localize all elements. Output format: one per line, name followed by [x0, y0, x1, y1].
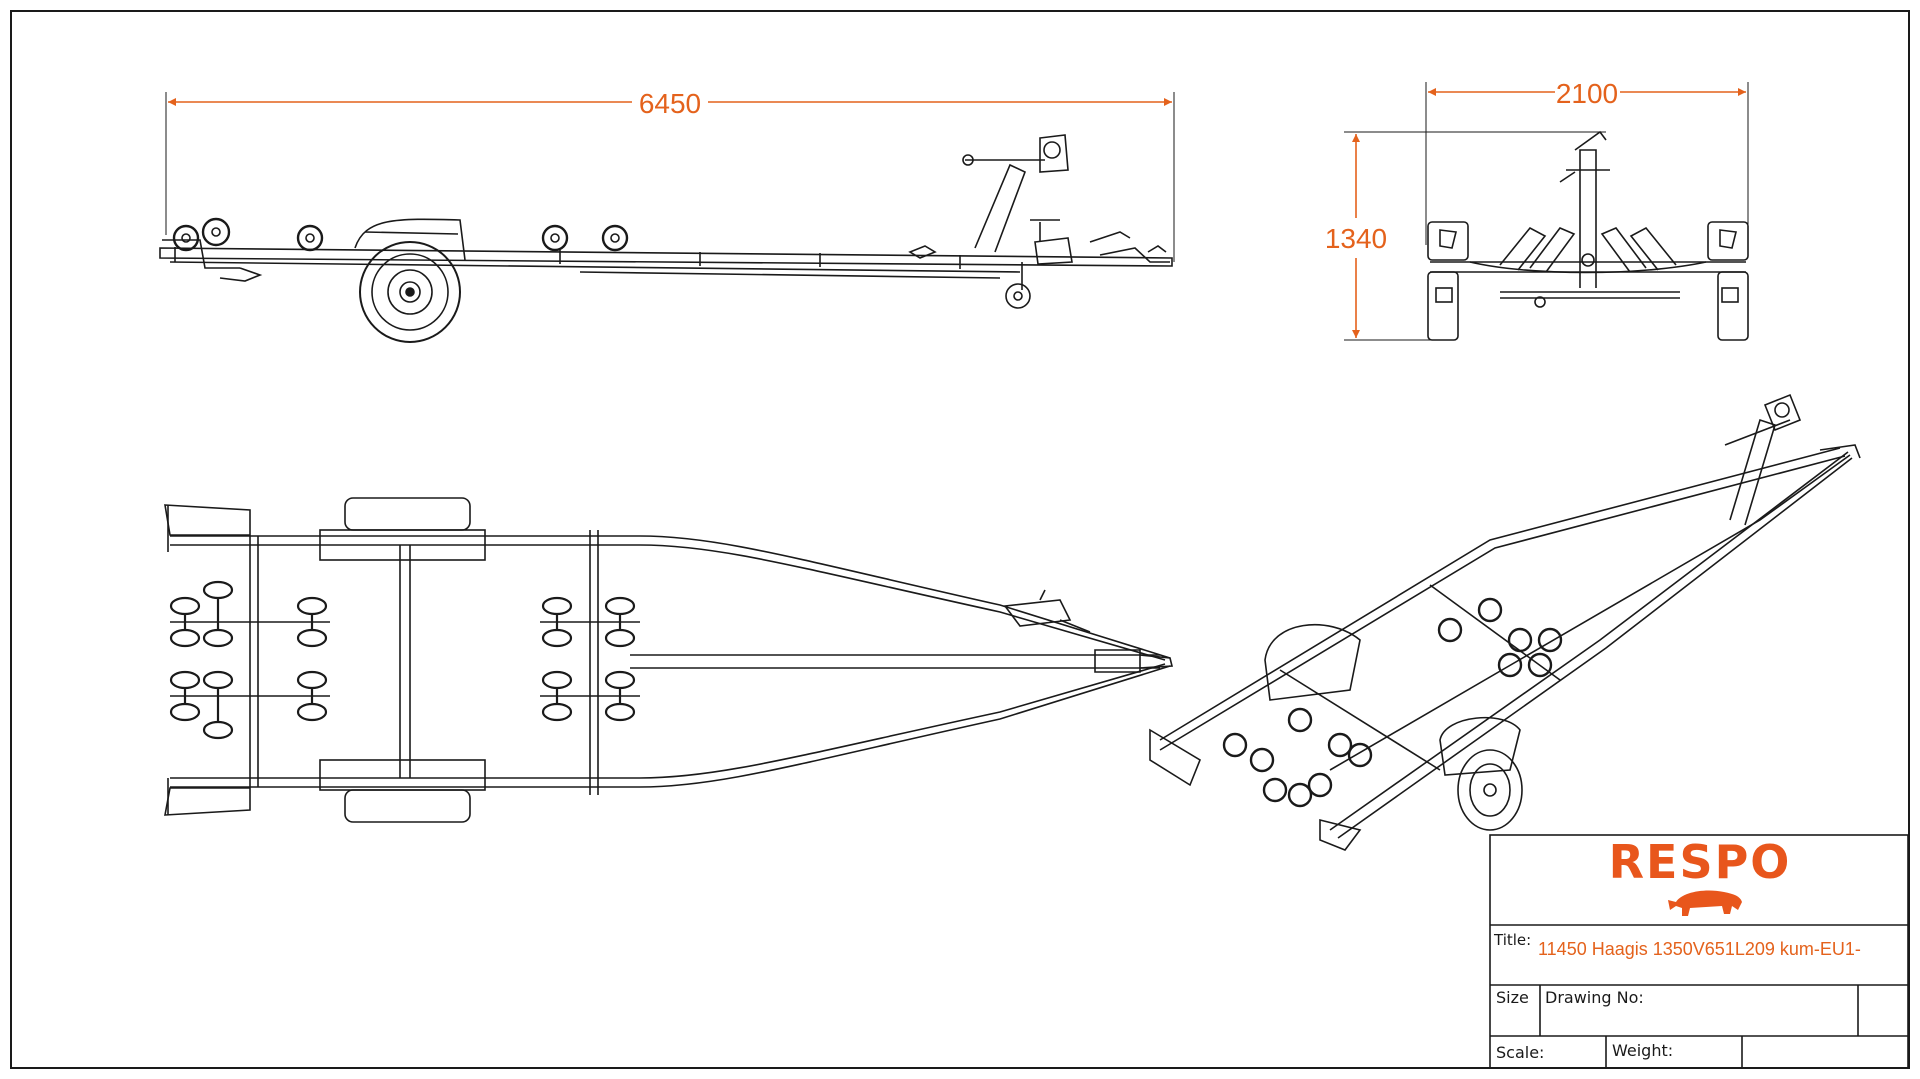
drawing-no-label: Drawing No:	[1545, 988, 1644, 1007]
isometric-view	[1149, 393, 1861, 851]
dimension-length: 6450	[165, 88, 1175, 262]
dimension-height: 1340	[1325, 131, 1606, 341]
sheet-border	[10, 10, 1910, 1069]
dimension-width: 2100	[1425, 78, 1749, 245]
scale-label: Scale:	[1496, 1043, 1544, 1062]
height-value: 1340	[1325, 223, 1387, 254]
side-rollers	[172, 217, 629, 252]
size-label: Size	[1496, 988, 1529, 1007]
side-view: 6450	[159, 88, 1175, 343]
title-label: Title:	[1493, 931, 1531, 949]
respo-logo: RESPO	[1609, 835, 1792, 889]
top-rollers	[169, 580, 636, 740]
front-view: 2100 1340	[1325, 78, 1749, 341]
weight-label: Weight:	[1612, 1041, 1673, 1060]
length-value: 6450	[639, 88, 701, 119]
title-value: 11450 Haagis 1350V651L209 kum-EU1-	[1538, 939, 1861, 959]
title-block	[1489, 834, 1909, 1069]
iso-rollers	[1222, 597, 1563, 808]
width-value: 2100	[1556, 78, 1618, 109]
top-view	[164, 497, 1174, 823]
rhino-icon	[1668, 890, 1742, 916]
